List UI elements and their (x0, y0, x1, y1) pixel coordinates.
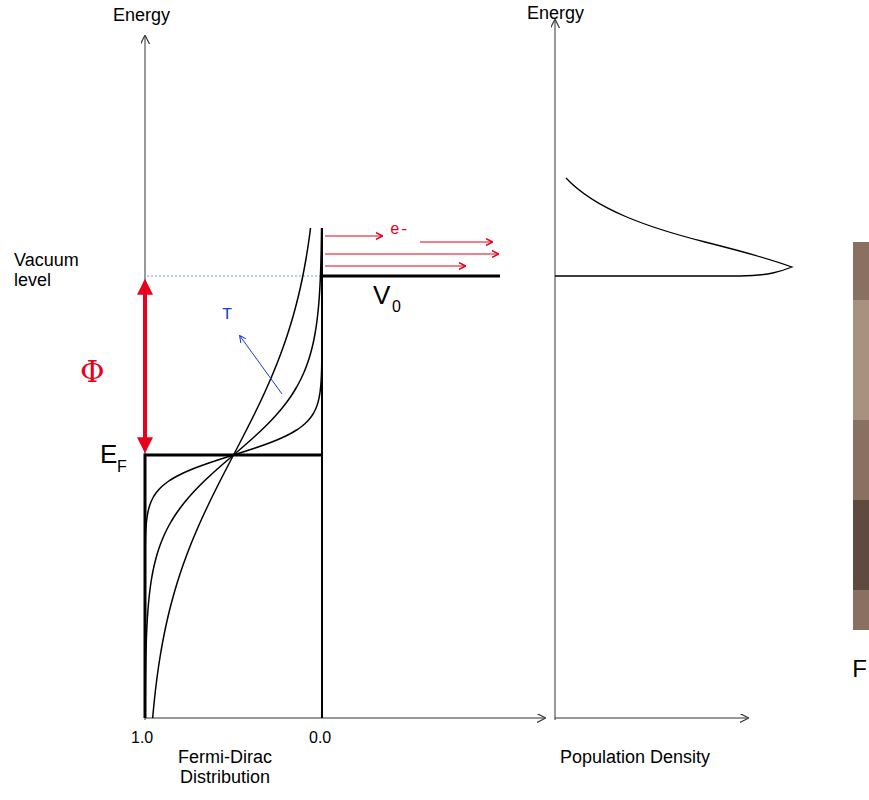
photo-fragment (853, 242, 869, 630)
fermi-level-subscript: F (117, 458, 127, 476)
fermi-curve (145, 228, 322, 718)
vacuum-potential-subscript: 0 (392, 298, 401, 316)
electron-arrow (325, 235, 382, 236)
photo-fragment (853, 300, 869, 420)
electron-label: e- (390, 222, 409, 240)
fermi-curve (153, 228, 311, 718)
axis-title: Population Density (560, 748, 710, 768)
energy-axis (555, 20, 556, 720)
step-function (145, 455, 322, 718)
axis-tick: 0.0 (309, 729, 331, 747)
fermi-curve (145, 228, 321, 718)
vacuum-level-line (322, 275, 500, 278)
population-axis (555, 718, 748, 719)
vacuum-potential-symbol: V (373, 281, 390, 310)
axis-title: Energy (113, 6, 170, 26)
temperature-label: T (222, 306, 232, 325)
work-function-symbol: Φ (80, 355, 105, 388)
photo-fragment (853, 500, 869, 590)
photo-caption-fragment: F (852, 656, 867, 682)
electron-arrow (325, 265, 465, 266)
electron-arrow (420, 241, 492, 242)
axis-title: Fermi-Dirac Distribution (150, 748, 300, 788)
distribution-axis (145, 718, 545, 719)
level-label: Vacuum level (14, 251, 94, 291)
electron-arrow (325, 253, 498, 254)
axis-tick: 1.0 (131, 729, 153, 747)
temperature-arrow (240, 336, 282, 394)
axis-title: Energy (527, 4, 584, 24)
population-curve (555, 178, 792, 276)
fermi-level-symbol: E (100, 440, 117, 469)
fermi-curves (145, 228, 322, 718)
vacuum-guide (147, 276, 322, 277)
work-function-arrow (143, 282, 147, 450)
